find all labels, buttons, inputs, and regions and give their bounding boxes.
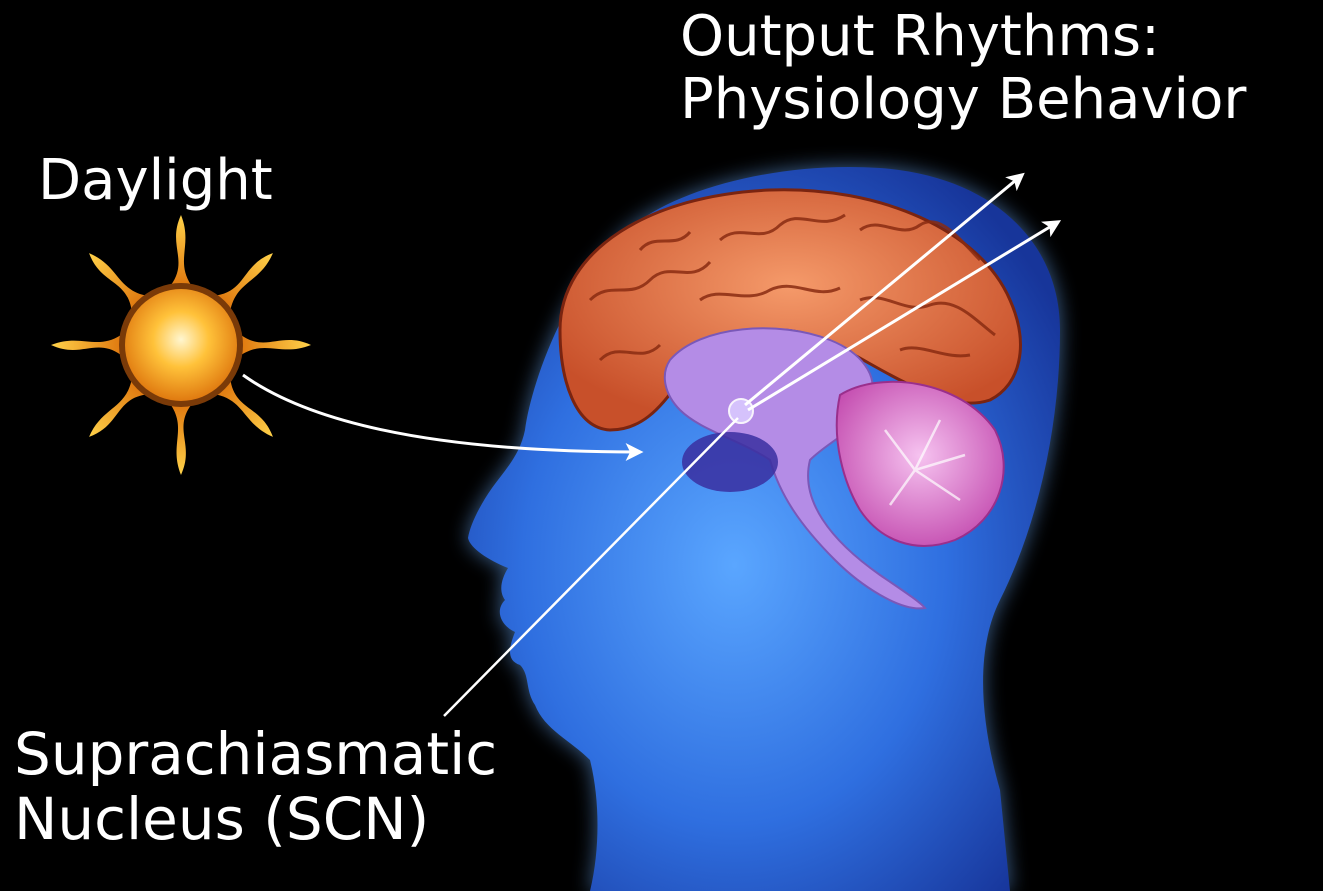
output-rhythms-label: Output Rhythms: Physiology Behavior — [680, 6, 1246, 131]
scn-label: Suprachiasmatic Nucleus (SCN) — [14, 722, 497, 852]
daylight-label: Daylight — [38, 150, 273, 213]
pituitary-region — [682, 432, 778, 492]
output-rhythms-line-2: Physiology Behavior — [680, 69, 1246, 132]
scn-label-line-2: Nucleus (SCN) — [14, 787, 497, 852]
scn-label-line-1: Suprachiasmatic — [14, 722, 497, 787]
sun-icon — [51, 215, 311, 475]
output-rhythms-line-1: Output Rhythms: — [680, 6, 1246, 69]
